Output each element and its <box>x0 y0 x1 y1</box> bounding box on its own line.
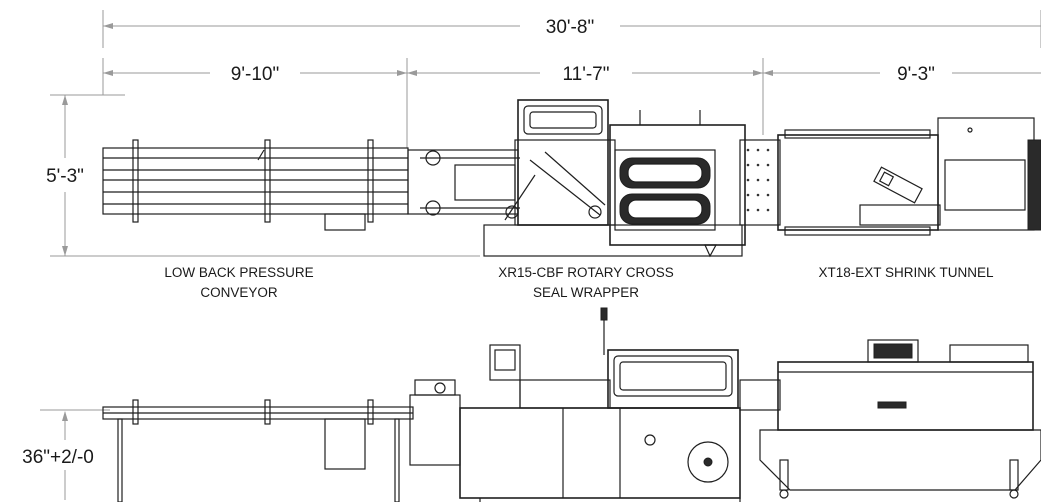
wrapper-plan-view <box>407 99 746 258</box>
conveyor-plan-view <box>102 139 409 231</box>
tunnel-plan-view <box>739 117 1041 236</box>
overall-dimension: 30'-8" <box>102 10 1041 48</box>
tunnel-elevation-view <box>759 339 1041 499</box>
infeed-height-text: 36"+2/-0 <box>22 447 94 468</box>
infeed-height-dimension: 36"+2/-0 <box>22 409 110 500</box>
conveyor-length-text: 9'-10" <box>231 64 279 85</box>
overall-length-text: 30'-8" <box>546 17 594 38</box>
wrapper-length-text: 11'-7" <box>563 64 610 85</box>
tunnel-dimension: 9'-3" <box>763 64 1041 85</box>
tunnel-label: XT18-EXT SHRINK TUNNEL <box>818 265 994 280</box>
conveyor-label-line2: CONVEYOR <box>200 285 278 300</box>
conveyor-elevation-view <box>102 399 414 502</box>
plan-width-dimension: 5'-3" <box>46 94 480 257</box>
wrapper-label-line1: XR15-CBF ROTARY CROSS <box>498 265 674 280</box>
wrapper-dimension: 11'-7" <box>407 58 764 135</box>
conveyor-label-line1: LOW BACK PRESSURE <box>164 265 313 280</box>
plan-width-text: 5'-3" <box>46 166 84 187</box>
conveyor-dimension: 9'-10" <box>102 58 408 148</box>
wrapper-elevation-view <box>409 307 781 502</box>
wrapper-label-line2: SEAL WRAPPER <box>533 285 639 300</box>
tunnel-length-text: 9'-3" <box>897 64 935 85</box>
